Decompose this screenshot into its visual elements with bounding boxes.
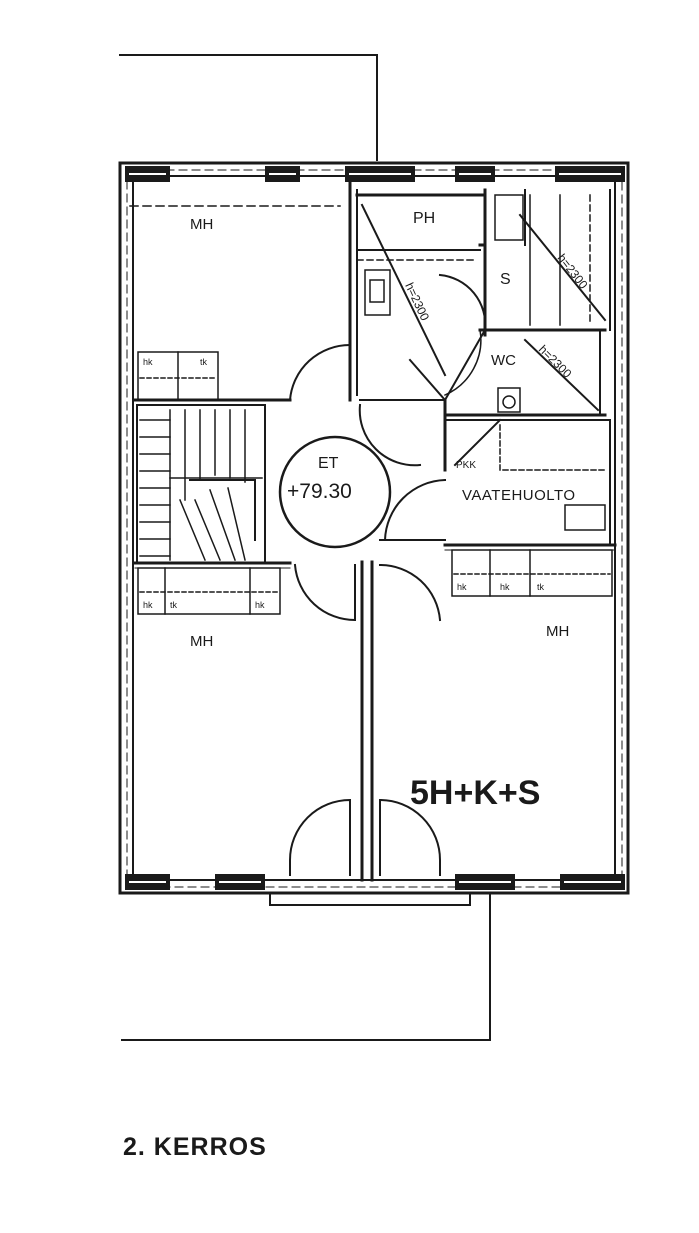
- landing-circle: [278, 435, 392, 549]
- closet-tag-tk: tk: [537, 582, 545, 592]
- ceiling-slope-lines: [360, 203, 607, 467]
- room-label-pkk: PKK: [456, 460, 476, 471]
- closet-tag-tk: tk: [200, 357, 208, 367]
- site-lines: [119, 54, 491, 1041]
- landing-code: ET: [318, 455, 339, 472]
- closets: [129, 194, 613, 615]
- windows-bottom: [125, 874, 625, 890]
- room-label-toilet: WC: [491, 352, 516, 369]
- closet-tag-hk: hk: [143, 357, 153, 367]
- closet-tag-hk: hk: [457, 582, 467, 592]
- exterior-walls: [118, 161, 630, 895]
- unit-type-label: 5H+K+S: [410, 774, 540, 812]
- room-label-bathroom: PH: [413, 210, 435, 227]
- closet-tag-hk: hk: [143, 600, 153, 610]
- staircase: [139, 409, 263, 561]
- room-label-bedroom-bottom-right: MH: [546, 623, 569, 640]
- door-swings: [288, 273, 487, 876]
- closet-tag-tk: tk: [170, 600, 178, 610]
- room-label-sauna: S: [500, 271, 511, 288]
- room-label-bedroom-bottom-left: MH: [190, 633, 213, 650]
- floor-caption: 2. KERROS: [123, 1133, 267, 1161]
- ceiling-height-bath: h=2300: [402, 280, 432, 323]
- room-label-laundry: VAATEHUOLTO: [462, 487, 576, 504]
- closet-tag-hk: hk: [255, 600, 265, 610]
- closet-tag-hk: hk: [500, 582, 510, 592]
- balcony-edge: [269, 892, 471, 906]
- ceiling-height-wc: h=2300: [536, 342, 575, 381]
- landing-level: +79.30: [287, 480, 352, 503]
- room-label-bedroom-top-left: MH: [190, 216, 213, 233]
